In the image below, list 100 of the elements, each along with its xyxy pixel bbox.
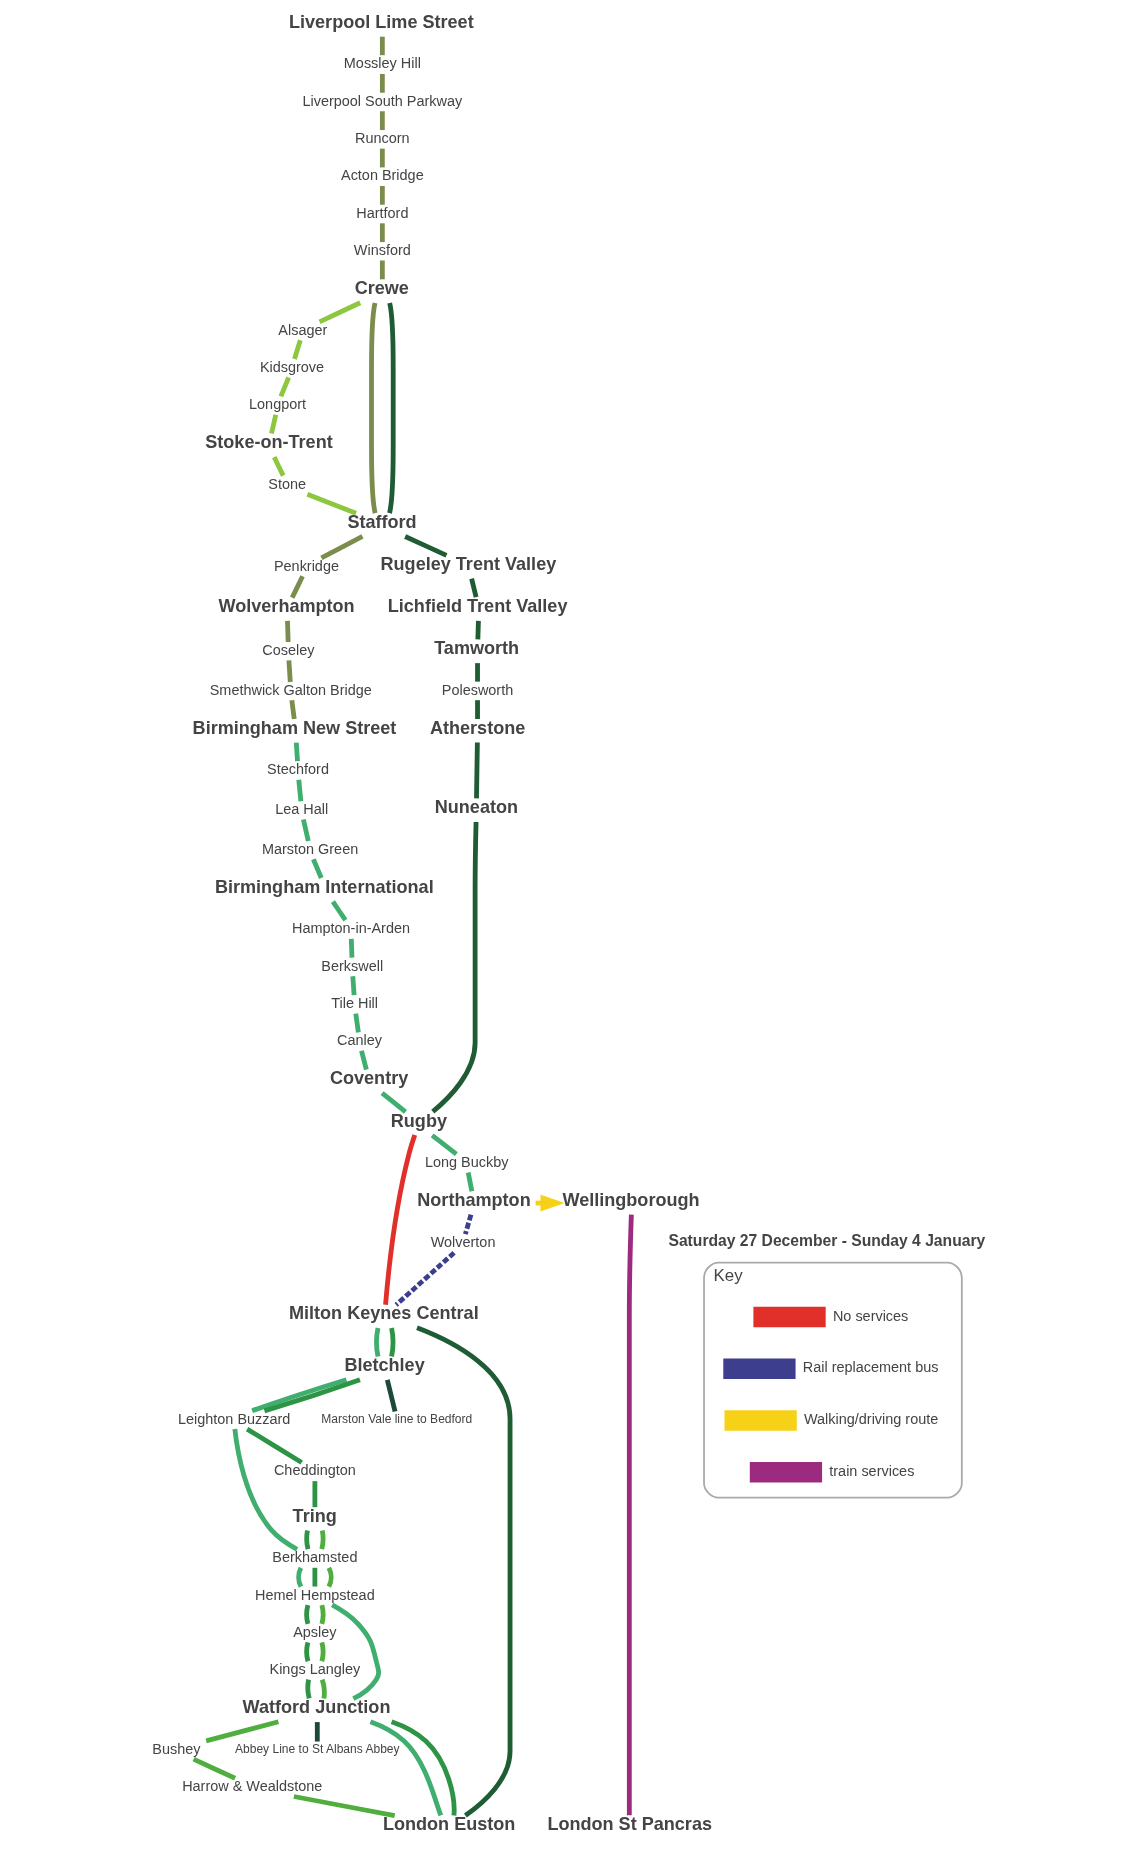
node-text: Milton Keynes Central	[288, 1303, 479, 1324]
node-text: Smethwick Galton Bridge	[209, 681, 372, 698]
node-text: Wellingborough	[562, 1190, 700, 1211]
node-text: Penkridge	[273, 557, 339, 574]
connector	[379, 36, 385, 56]
connector	[296, 1566, 304, 1588]
connector	[306, 491, 357, 516]
connector	[348, 938, 355, 958]
connector	[430, 1133, 458, 1156]
node-text: Hemel Hempstead	[255, 1586, 375, 1603]
connector	[269, 414, 279, 435]
node-text: Harrow & Wealdstone	[182, 1778, 323, 1795]
connector	[379, 111, 385, 131]
connector	[475, 663, 480, 682]
node-text: Alsager	[278, 321, 328, 338]
node-text: Liverpool South Parkway	[302, 92, 463, 109]
node-text: Birmingham International	[214, 876, 434, 897]
node-text: Atherstone	[429, 717, 526, 738]
connector	[387, 302, 396, 514]
node-text: Nuneaton	[434, 797, 519, 818]
connector	[304, 1641, 311, 1662]
node-text: Cheddington	[273, 1462, 356, 1479]
node-text: Acton Bridge	[341, 167, 424, 184]
connector	[369, 302, 378, 514]
connector	[312, 1567, 318, 1587]
connector	[245, 1427, 303, 1465]
node-text: Coseley	[262, 642, 315, 659]
node-text: Crewe	[354, 278, 409, 299]
connector	[383, 1134, 418, 1305]
node-text: Watford Junction	[242, 1697, 391, 1718]
node-text: Berkswell	[321, 957, 384, 974]
node-text: Wolverton	[430, 1234, 496, 1251]
node-text: Marston Vale line to Bedford	[321, 1411, 473, 1426]
connector	[286, 660, 293, 683]
connector	[379, 148, 385, 168]
connector	[293, 742, 300, 762]
legend-label: Walking/driving route	[804, 1411, 939, 1428]
connector	[293, 1794, 396, 1819]
node-text: Tring	[292, 1505, 337, 1526]
node-text: Birmingham New Street	[192, 717, 397, 738]
connector	[474, 742, 480, 799]
connector	[304, 1530, 311, 1550]
node-text: Rugeley Trent Valley	[380, 554, 557, 575]
connector	[192, 1756, 237, 1781]
node-text: Hampton-in-Arden	[292, 920, 411, 937]
node-text: Kidsgrove	[259, 358, 325, 375]
node-text: Coventry	[329, 1068, 409, 1089]
node-text: Long Buckby	[424, 1154, 509, 1171]
connector	[475, 620, 481, 640]
connector	[318, 300, 362, 324]
node-text: Leighton Buzzard	[177, 1410, 291, 1427]
connector	[465, 1172, 475, 1192]
connector	[278, 376, 291, 398]
connector	[394, 1250, 456, 1307]
connector	[319, 1530, 326, 1550]
node-text: Marston Green	[261, 840, 359, 857]
node-text: Winsford	[353, 242, 411, 259]
node-text: Canley	[336, 1032, 382, 1049]
node-text: Abbey Line to St Albans Abbey	[235, 1742, 400, 1757]
node-text: Longport	[249, 396, 307, 413]
connector	[463, 1214, 474, 1235]
connector	[353, 1013, 361, 1033]
connector	[312, 1481, 318, 1508]
connector	[379, 260, 385, 280]
connector	[319, 1641, 326, 1662]
connector	[304, 1604, 311, 1625]
connector	[404, 534, 448, 558]
node-text: Stafford	[347, 511, 417, 532]
connector	[475, 700, 480, 720]
node-text: Mossley Hill	[343, 55, 421, 72]
connector	[379, 223, 385, 243]
connector	[272, 456, 286, 477]
connector	[369, 1719, 444, 1817]
connector	[626, 1214, 634, 1816]
node-text: Lea Hall	[275, 801, 329, 818]
connector	[205, 1719, 280, 1744]
node-text: Berkhamsted	[272, 1549, 358, 1566]
connector	[374, 1327, 381, 1357]
node-text: Bushey	[152, 1740, 201, 1757]
node-text: Bletchley	[344, 1355, 425, 1376]
connector	[331, 1602, 382, 1701]
connector	[359, 1050, 369, 1071]
node-text: Stone	[268, 475, 307, 492]
legend-label: No services	[832, 1307, 909, 1324]
arrow	[535, 1194, 565, 1212]
connector	[431, 821, 479, 1114]
connector	[301, 818, 311, 842]
node-text: London Euston	[382, 1814, 516, 1835]
connector	[330, 900, 348, 922]
node-text: London St Pancras	[547, 1814, 712, 1835]
node-text: Rugby	[390, 1110, 447, 1131]
node-text: Tamworth	[434, 638, 520, 659]
connector	[314, 1722, 320, 1742]
node-text: Tile Hill	[331, 995, 379, 1012]
connector	[319, 1604, 326, 1625]
connector	[290, 575, 305, 599]
node-text: Apsley	[293, 1623, 337, 1640]
node-text: Stechford	[267, 761, 329, 778]
node-text: Wolverhampton	[218, 596, 355, 617]
legend-label: train services	[829, 1463, 915, 1480]
